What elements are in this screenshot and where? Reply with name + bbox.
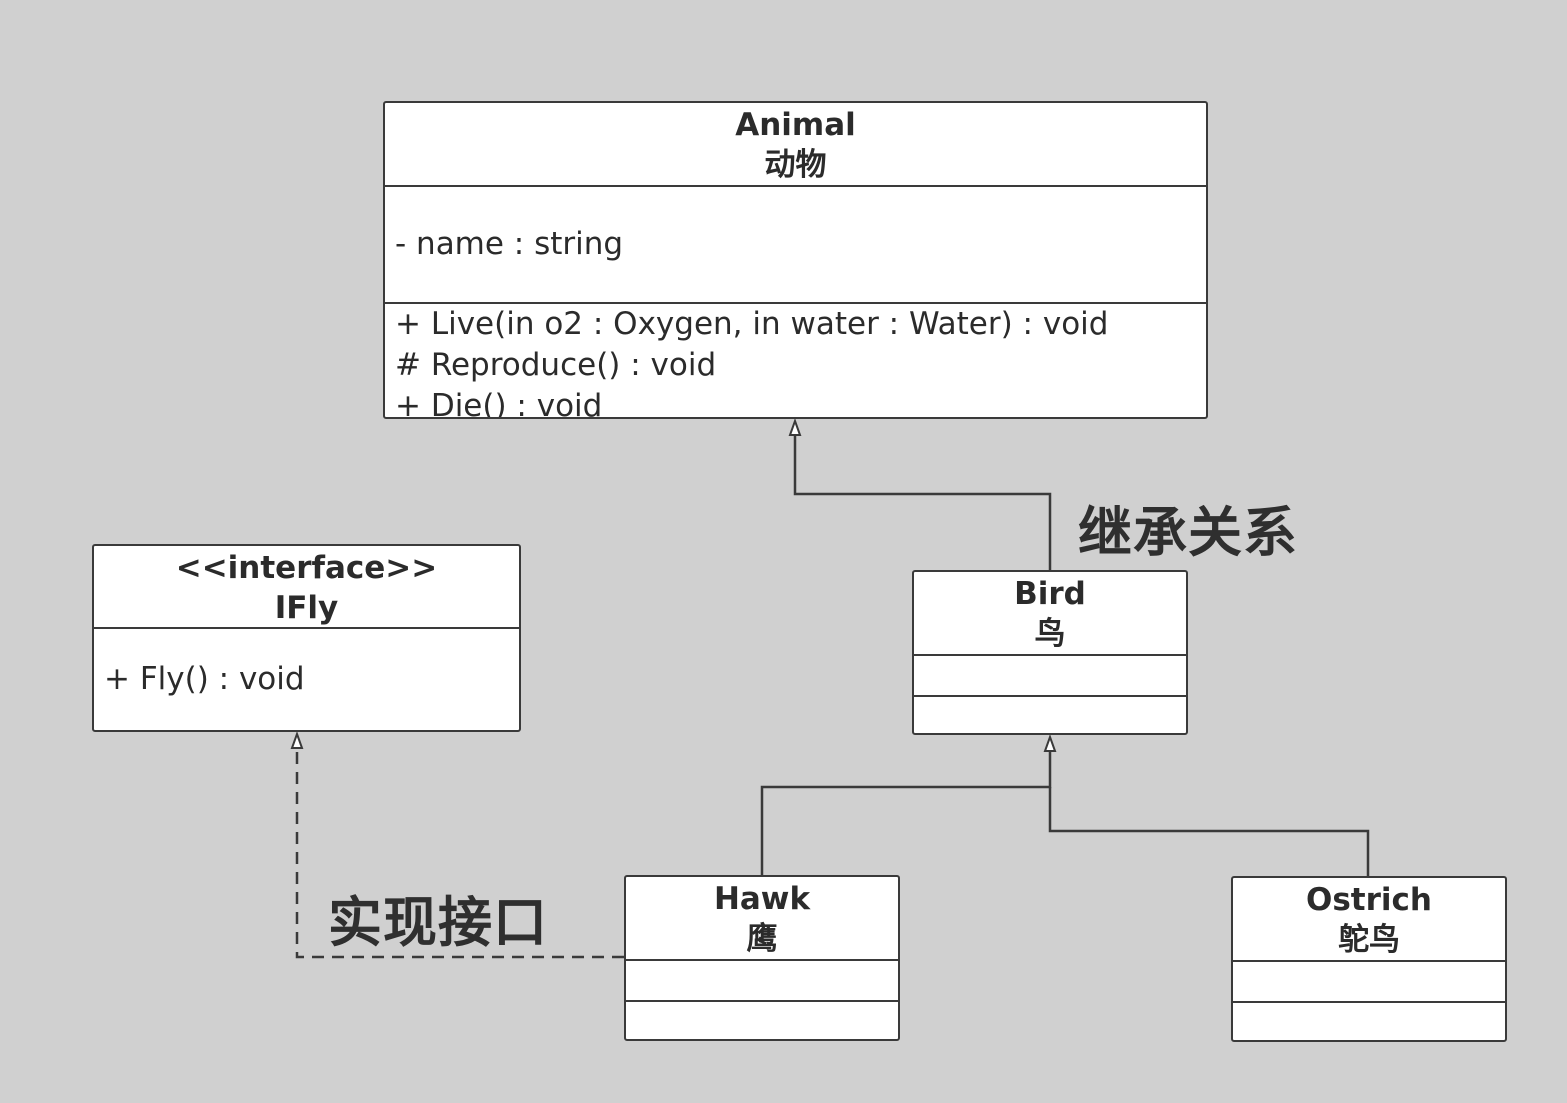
- class-animal-operations: + Live(in o2 : Oxygen, in water : Water)…: [385, 304, 1206, 419]
- edge-bird-animal: [793, 434, 1052, 570]
- edge-ostrich-bird: [1048, 787, 1370, 876]
- operation-fly: + Fly() : void: [104, 661, 305, 697]
- class-hawk-subtitle: 鹰: [746, 921, 778, 957]
- class-animal-header: Animal 动物: [385, 103, 1206, 187]
- interface-ifly[interactable]: <<interface>> IFly + Fly() : void: [92, 544, 521, 732]
- class-hawk[interactable]: Hawk 鹰: [624, 875, 900, 1041]
- class-bird-header: Bird 鸟: [914, 572, 1186, 656]
- class-ostrich-attributes: [1233, 962, 1505, 1003]
- arrowhead-animal: [788, 418, 802, 436]
- interface-stereotype: <<interface>>: [175, 550, 438, 586]
- edge-hawk-bird: [760, 751, 1052, 875]
- inheritance-label: 继承关系: [1078, 501, 1298, 564]
- class-hawk-attributes: [626, 961, 898, 1002]
- interface-ifly-operations: + Fly() : void: [94, 629, 519, 730]
- arrowhead-ifly: [290, 731, 304, 749]
- class-animal-subtitle: 动物: [764, 147, 827, 183]
- class-bird[interactable]: Bird 鸟: [912, 570, 1188, 735]
- interface-ifly-name: IFly: [274, 590, 339, 626]
- class-ostrich-header: Ostrich 鸵鸟: [1233, 878, 1505, 962]
- class-animal-attributes: - name : string: [385, 187, 1206, 304]
- class-ostrich[interactable]: Ostrich 鸵鸟: [1231, 876, 1507, 1042]
- class-hawk-header: Hawk 鹰: [626, 877, 898, 961]
- arrowhead-bird: [1043, 734, 1057, 752]
- operation-die: + Die() : void: [395, 388, 603, 419]
- interface-ifly-header: <<interface>> IFly: [94, 546, 519, 629]
- class-hawk-name: Hawk: [713, 881, 811, 917]
- class-animal[interactable]: Animal 动物 - name : string + Live(in o2 :…: [383, 101, 1208, 419]
- class-bird-subtitle: 鸟: [1034, 616, 1066, 652]
- operation-reproduce: # Reproduce() : void: [395, 347, 717, 383]
- class-bird-name: Bird: [1014, 576, 1086, 612]
- operation-live: + Live(in o2 : Oxygen, in water : Water)…: [395, 306, 1109, 342]
- class-ostrich-subtitle: 鸵鸟: [1338, 922, 1400, 958]
- class-bird-attributes: [914, 656, 1186, 697]
- attribute-name: - name : string: [395, 226, 624, 262]
- class-ostrich-name: Ostrich: [1306, 882, 1432, 918]
- implementation-label: 实现接口: [328, 891, 548, 954]
- class-animal-name: Animal: [735, 107, 856, 143]
